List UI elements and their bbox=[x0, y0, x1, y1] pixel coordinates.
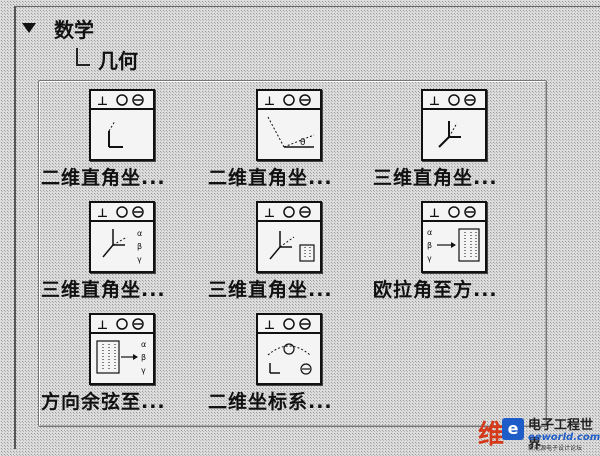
subcategory-label: 几何 bbox=[98, 49, 138, 73]
watermark-char: 维 bbox=[478, 420, 505, 450]
euler-to-direction-icon: ⊥ α β γ bbox=[421, 201, 487, 273]
svg-text:β: β bbox=[427, 241, 432, 250]
svg-text:α: α bbox=[141, 340, 146, 349]
3d-cartesian-matrix-icon: ⊥ bbox=[256, 201, 322, 273]
eeworld-watermark: 维 e 电子工程世界 eeworld.com.cn 新能源电子设计论坛 bbox=[478, 412, 600, 452]
svg-text:⊥: ⊥ bbox=[264, 94, 275, 108]
palette-item-3d-cartesian[interactable]: ⊥ 三维直角坐... bbox=[373, 89, 533, 199]
category-row[interactable]: 数学 bbox=[22, 14, 94, 42]
svg-text:β: β bbox=[137, 242, 142, 251]
watermark-site: eeworld.com.cn bbox=[528, 432, 600, 443]
svg-text:⊥: ⊥ bbox=[429, 206, 440, 220]
subcategory-row[interactable]: 几何 bbox=[76, 44, 138, 74]
3d-cartesian-angles-icon: ⊥ α β γ bbox=[89, 201, 155, 273]
function-palette: ⊥ 二维直角坐... ⊥ θ bbox=[38, 80, 547, 427]
svg-text:⊥: ⊥ bbox=[97, 206, 108, 220]
eeworld-logo-icon: e bbox=[502, 418, 524, 440]
svg-text:⊥: ⊥ bbox=[264, 318, 275, 332]
svg-text:γ: γ bbox=[427, 254, 432, 263]
palette-item-3d-cartesian-angles[interactable]: ⊥ α β γ 三维直角坐... bbox=[41, 201, 201, 311]
palette-item-2d-cartesian[interactable]: ⊥ 二维直角坐... bbox=[41, 89, 201, 199]
svg-text:α: α bbox=[427, 228, 432, 237]
svg-text:⊥: ⊥ bbox=[429, 94, 440, 108]
palette-item-direction-cosine[interactable]: ⊥ α β γ 方向余弦至... bbox=[41, 313, 201, 423]
palette-item-label: 二维坐标系... bbox=[208, 391, 333, 413]
watermark-title: 电子工程世界 bbox=[528, 418, 594, 452]
watermark-subtitle: 新能源电子设计论坛 bbox=[528, 445, 583, 452]
svg-text:γ: γ bbox=[141, 366, 146, 375]
palette-item-label: 欧拉角至方... bbox=[373, 279, 498, 301]
svg-text:⊥: ⊥ bbox=[97, 94, 108, 108]
category-label: 数学 bbox=[54, 17, 94, 42]
svg-text:α: α bbox=[137, 229, 142, 238]
2d-cartesian-icon: ⊥ bbox=[89, 89, 155, 161]
expand-arrow-icon[interactable] bbox=[22, 23, 36, 33]
palette-item-label: 二维直角坐... bbox=[41, 167, 166, 189]
direction-cosine-icon: ⊥ α β γ bbox=[89, 313, 155, 385]
tree-branch-icon bbox=[76, 48, 90, 66]
palette-item-label: 二维直角坐... bbox=[208, 167, 333, 189]
svg-text:⊥: ⊥ bbox=[264, 206, 275, 220]
palette-item-2d-coordinate-system[interactable]: ⊥ 二维坐标系... bbox=[208, 313, 368, 423]
palette-item-euler-to-direction[interactable]: ⊥ α β γ 欧拉角至方... bbox=[373, 201, 533, 311]
palette-item-label: 方向余弦至... bbox=[41, 391, 166, 413]
2d-coordinate-system-icon: ⊥ bbox=[256, 313, 322, 385]
palette-item-2d-cartesian-polar[interactable]: ⊥ θ 二维直角坐... bbox=[208, 89, 368, 199]
svg-text:β: β bbox=[141, 353, 146, 362]
3d-cartesian-icon: ⊥ bbox=[421, 89, 487, 161]
svg-text:γ: γ bbox=[137, 255, 142, 264]
palette-item-label: 三维直角坐... bbox=[41, 279, 166, 301]
palette-item-3d-cartesian-matrix[interactable]: ⊥ 三维直角坐... bbox=[208, 201, 368, 311]
svg-text:⊥: ⊥ bbox=[97, 318, 108, 332]
palette-item-label: 三维直角坐... bbox=[208, 279, 333, 301]
palette-item-label: 三维直角坐... bbox=[373, 167, 498, 189]
palette-frame bbox=[14, 6, 600, 449]
svg-text:θ: θ bbox=[300, 138, 306, 148]
2d-cartesian-polar-icon: ⊥ θ bbox=[256, 89, 322, 161]
